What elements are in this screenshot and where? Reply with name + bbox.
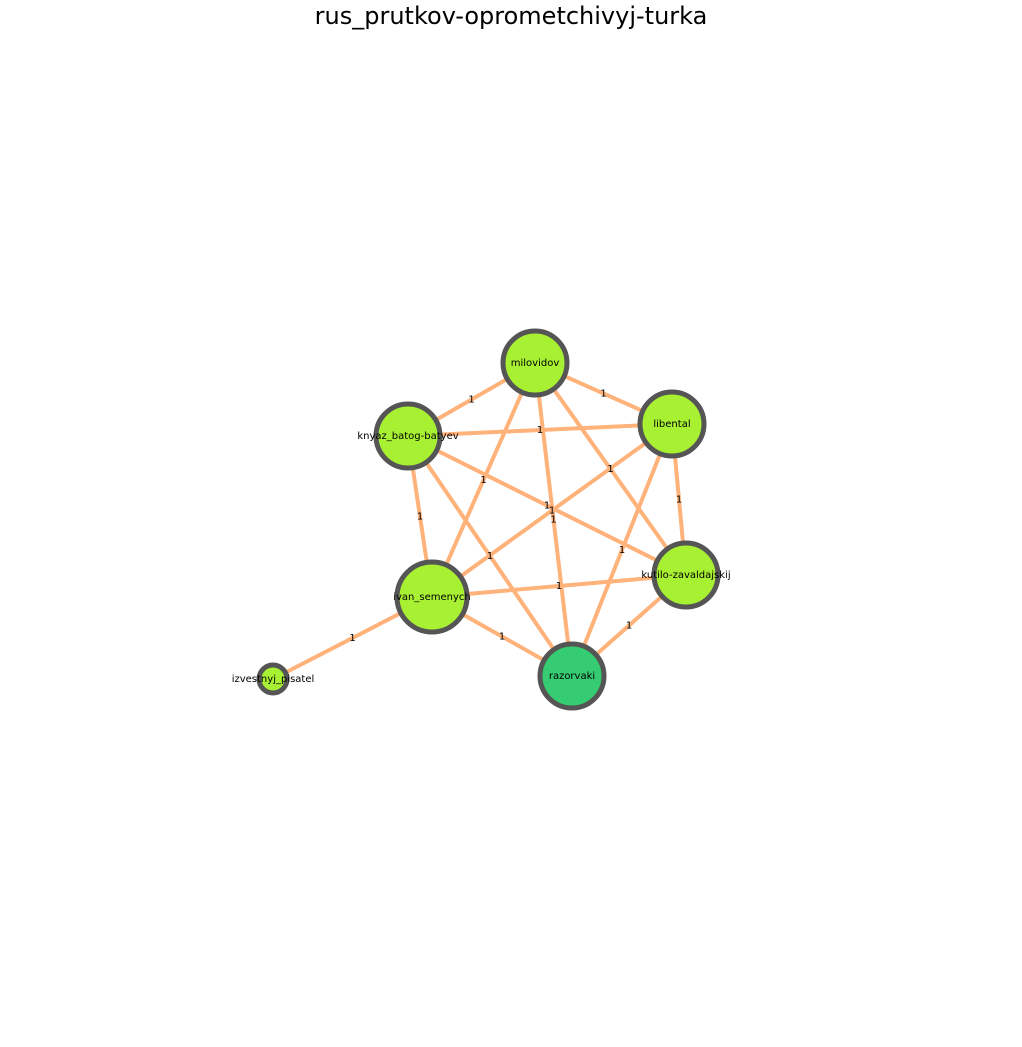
edge-knyaz_batog-batyev-razorvaki xyxy=(406,434,574,678)
edge-label: 1 xyxy=(349,633,355,644)
edge-label: 1 xyxy=(544,501,550,512)
edge-label: 1 xyxy=(600,389,606,400)
node-kutilo-zavaldajskij[interactable]: kutilo-zavaldajskij xyxy=(641,540,731,610)
node-knyaz_batog-batyev[interactable]: knyaz_batog-batyev xyxy=(357,401,459,471)
edge-label: 1 xyxy=(537,425,543,436)
node-circle[interactable] xyxy=(651,540,721,610)
edge-label: 1 xyxy=(550,515,556,526)
edge-milovidov-razorvaki xyxy=(533,361,574,678)
edge-libental-ivan_semenych xyxy=(430,422,674,599)
node-label: kutilo-zavaldajskij xyxy=(641,570,730,581)
edge-layer xyxy=(271,361,688,681)
diagram-title: rus_prutkov-oprometchivyj-turka xyxy=(314,2,708,30)
edge-label: 1 xyxy=(480,475,486,486)
node-izvestnyj_pisatel[interactable]: izvestnyj_pisatel xyxy=(232,662,315,696)
node-circle[interactable] xyxy=(394,559,470,635)
edge-milovidov-ivan_semenych xyxy=(430,361,537,599)
node-label: knyaz_batog-batyev xyxy=(357,431,458,442)
edge-label: 1 xyxy=(499,632,505,643)
edge-label: 1 xyxy=(626,621,632,632)
node-milovidov[interactable]: milovidov xyxy=(500,328,570,398)
edge-libental-knyaz_batog-batyev xyxy=(406,422,674,438)
edge-label: 1 xyxy=(549,506,555,517)
node-label: milovidov xyxy=(511,358,560,369)
edge-libental-razorvaki xyxy=(570,422,674,678)
edge-label: 1 xyxy=(487,551,493,562)
node-label: libental xyxy=(653,419,690,430)
edge-label: 1 xyxy=(676,495,682,506)
edge-label: 1 xyxy=(556,581,562,592)
edge-label: 1 xyxy=(468,395,474,406)
node-label: izvestnyj_pisatel xyxy=(232,674,315,685)
node-label: razorvaki xyxy=(549,671,595,682)
edge-label: 1 xyxy=(619,545,625,556)
node-layer: milovidov libental knyaz_batog-batyevkutil… xyxy=(232,328,731,711)
node-ivan_semenych[interactable]: ivan_semenych xyxy=(393,559,471,635)
node-libental[interactable]: libental xyxy=(637,389,707,459)
node-circle[interactable] xyxy=(637,389,707,459)
edge-kutilo-zavaldajskij-ivan_semenych xyxy=(430,573,688,599)
edge-label: 1 xyxy=(607,464,613,475)
node-circle[interactable] xyxy=(256,662,290,696)
edge-knyaz_batog-batyev-kutilo-zavaldajskij xyxy=(406,434,688,577)
node-circle[interactable] xyxy=(373,401,443,471)
node-circle[interactable] xyxy=(537,641,607,711)
node-label: ivan_semenych xyxy=(393,592,471,603)
node-circle[interactable] xyxy=(500,328,570,398)
node-razorvaki[interactable]: razorvaki xyxy=(537,641,607,711)
edge-label: 1 xyxy=(417,512,423,523)
